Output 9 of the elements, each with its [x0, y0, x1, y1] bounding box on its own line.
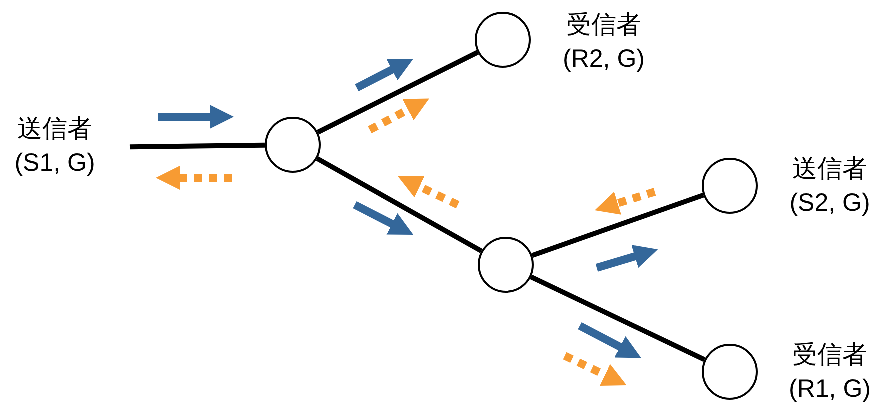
connector-line [532, 192, 704, 258]
connector-line [130, 142, 266, 150]
node-label: 受信者 (R2, G) [562, 10, 646, 75]
node-label: 受信者 (R1, G) [788, 340, 872, 405]
node-label: 送信者 (S2, G) [788, 154, 872, 219]
connector-line [316, 50, 480, 135]
connector-line [316, 156, 483, 254]
node-label: 送信者 (S1, G) [14, 114, 96, 179]
connector-line [530, 274, 706, 362]
